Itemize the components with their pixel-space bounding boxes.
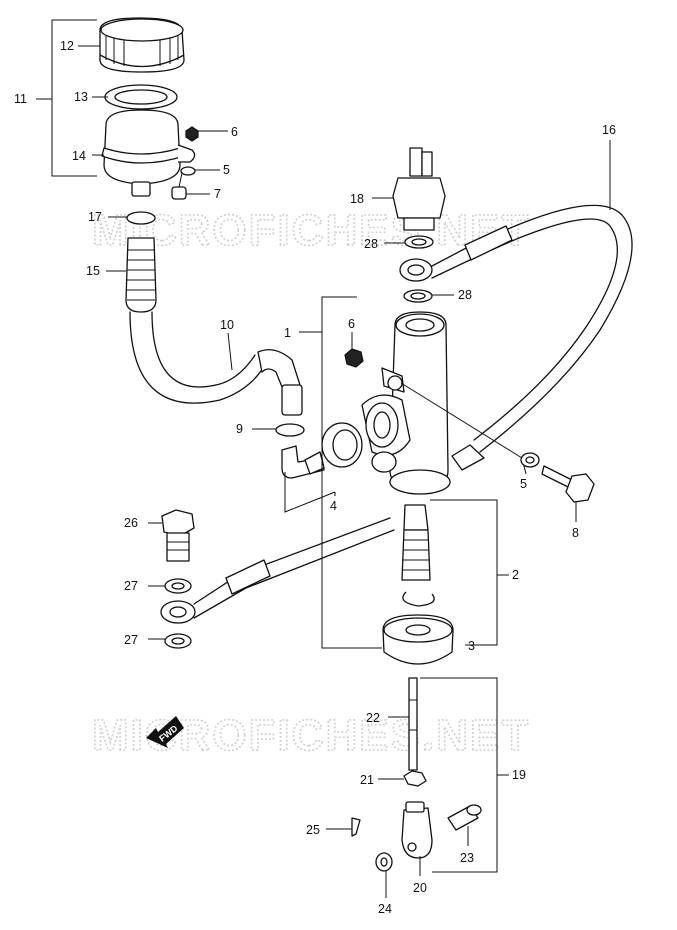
washer-24 <box>375 852 393 872</box>
callout-17: 17 <box>88 210 102 224</box>
callout-3: 3 <box>468 639 475 653</box>
nut-6-top <box>185 126 199 142</box>
reservoir-port-seal-4 <box>321 422 363 468</box>
clamp-17 <box>126 211 156 225</box>
washer-5-right <box>520 452 540 468</box>
banjo-union-top <box>399 258 433 282</box>
bolt-8 <box>541 465 595 503</box>
cotter-pin-25 <box>351 817 361 837</box>
callout-12: 12 <box>60 39 74 53</box>
callout-18: 18 <box>350 192 364 206</box>
callout-20: 20 <box>413 881 427 895</box>
callout-28-top: 28 <box>364 237 378 251</box>
callout-28-bottom: 28 <box>458 288 472 302</box>
callout-13: 13 <box>74 90 88 104</box>
callout-9: 9 <box>236 422 243 436</box>
callout-15: 15 <box>86 264 100 278</box>
pin-23 <box>447 804 482 831</box>
callout-1: 1 <box>284 326 291 340</box>
callout-4: 4 <box>330 499 337 513</box>
hose-10 <box>129 311 303 416</box>
circlip <box>402 591 435 607</box>
callout-6-top: 6 <box>231 125 238 139</box>
callout-5-top: 5 <box>223 163 230 177</box>
lower-brake-hose <box>193 517 395 619</box>
clevis-20 <box>401 801 433 859</box>
reservoir-body <box>101 109 196 197</box>
nut-21 <box>403 770 427 787</box>
washer-5-top <box>180 166 196 176</box>
callout-8: 8 <box>572 526 579 540</box>
nut-6-body <box>344 348 364 368</box>
banjo-union-bottom <box>160 600 196 624</box>
bracket-11 <box>51 19 97 177</box>
callout-16: 16 <box>602 123 616 137</box>
boot-3 <box>382 614 454 665</box>
callout-23: 23 <box>460 851 474 865</box>
watermark-top: MICROFICHES.NET <box>92 206 530 255</box>
callout-27-top: 27 <box>124 579 138 593</box>
callout-2: 2 <box>512 568 519 582</box>
bracket-2 <box>430 499 498 646</box>
callout-26: 26 <box>124 516 138 530</box>
washer-28-bottom <box>403 289 433 303</box>
reservoir-diaphragm <box>104 84 178 110</box>
callout-7: 7 <box>214 187 221 201</box>
piston-spring-2 <box>401 504 431 581</box>
callout-6-body: 6 <box>348 317 355 331</box>
callout-25: 25 <box>306 823 320 837</box>
hose-16 <box>431 204 633 471</box>
bolt-7 <box>171 172 187 200</box>
callout-19: 19 <box>512 768 526 782</box>
pushrod-22 <box>408 677 418 771</box>
brake-light-switch-18 <box>392 147 446 231</box>
elbow-fitting-4 <box>281 445 325 479</box>
callout-22: 22 <box>366 711 380 725</box>
union-bolt-26 <box>161 509 195 562</box>
washer-28-top <box>404 235 434 249</box>
clamp-9 <box>275 423 305 437</box>
callout-27-bottom: 27 <box>124 633 138 647</box>
callout-14: 14 <box>72 149 86 163</box>
reservoir-cap <box>99 17 185 73</box>
callout-10: 10 <box>220 318 234 332</box>
bracket-4 <box>284 472 336 513</box>
washer-27-bottom <box>164 633 192 649</box>
callout-21: 21 <box>360 773 374 787</box>
hose-15 <box>125 237 157 313</box>
master-cylinder-body <box>361 311 451 495</box>
bracket-1 <box>321 296 382 649</box>
callout-11: 11 <box>14 92 27 106</box>
callout-24: 24 <box>378 902 392 916</box>
callout-5-right: 5 <box>520 477 527 491</box>
washer-27-top <box>164 578 192 594</box>
